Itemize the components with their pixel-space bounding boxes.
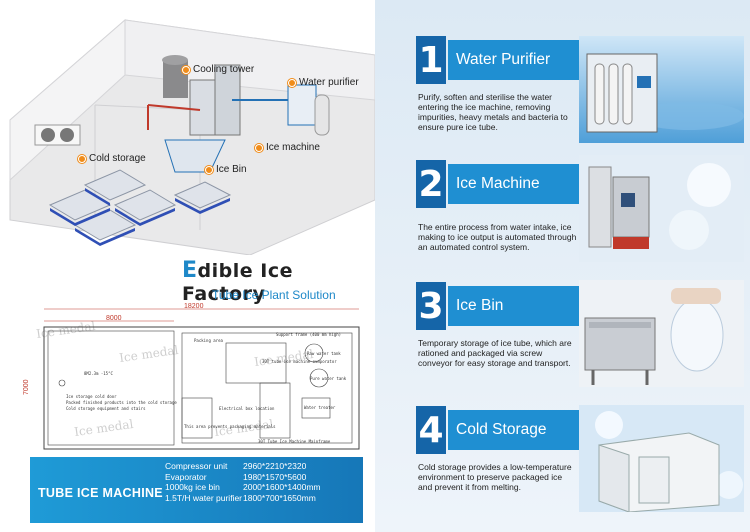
ice-machine-image <box>579 155 744 262</box>
spec-row: Evaporator 1980*1570*5600 <box>165 472 360 483</box>
callout-label: Ice Bin <box>216 164 247 175</box>
page-title: Edible Ice Factory <box>182 258 375 305</box>
step-banner-water-purifier: 1 Water Purifier <box>416 36 588 84</box>
callout-dot-icon <box>182 65 190 74</box>
plan-packing-materials: This area prevents packaging materials <box>184 424 276 429</box>
callout-label: Water purifier <box>299 77 359 88</box>
spec-panel: TUBE ICE MACHINE Compressor unit 2960*221… <box>30 457 363 523</box>
spec-value: 1800*700*1650mm <box>243 492 316 503</box>
dim-height: 7000 <box>23 379 30 395</box>
step-description: The entire process from water intake, ic… <box>418 222 577 252</box>
ice-machine-photo <box>579 155 744 262</box>
step-description: Purify, soften and sterilise the water e… <box>418 92 568 132</box>
step-description: Cold storage provides a low-temperature … <box>418 462 572 492</box>
callout-ice-bin: Ice Bin <box>205 164 247 175</box>
step-banner-cold-storage: 4 Cold Storage <box>416 406 588 454</box>
page-subtitle: Tube Ice Plant Solution <box>212 288 336 302</box>
callout-dot-icon <box>78 154 86 163</box>
spec-key: 1.5T/H water purifier <box>165 492 242 503</box>
spec-value: 1980*1570*5600 <box>243 471 307 482</box>
dim-left: 8000 <box>106 315 122 322</box>
water-purifier-image <box>579 36 744 143</box>
floor-plan: 18200 8000 7000 Packing area Support fra… <box>14 303 364 453</box>
spec-value: 2960*2210*2320 <box>243 461 307 471</box>
step-number: 1 <box>416 36 446 84</box>
callout-ice-machine: Ice machine <box>255 142 320 153</box>
step-description: Temporary storage of ice tube, which are… <box>418 338 572 368</box>
callout-dot-icon <box>205 165 213 174</box>
plan-cold-room: 8M2.3m -15°C <box>84 371 113 376</box>
floor-plan-drawing: 18200 8000 7000 Packing area Support fra… <box>23 303 360 450</box>
dim-total: 18200 <box>184 303 204 310</box>
plan-cold-room-note2: Packed finished products into the cold s… <box>66 400 177 405</box>
plan-pure-water-tank: Pure water tank <box>310 376 347 381</box>
spec-key: Compressor unit <box>165 461 228 471</box>
callout-cooling-tower: Cooling tower <box>182 64 254 75</box>
plan-cold-room-note: Ice storage cold door <box>66 394 117 399</box>
ice-bin-photo <box>579 280 744 387</box>
step-number: 2 <box>416 160 446 208</box>
plan-cold-room-note3: Cold storage equipment and stairs <box>66 406 146 411</box>
step-title: Water Purifier <box>448 40 588 80</box>
callout-dot-icon <box>288 78 296 87</box>
spec-key: 1000kg ice bin <box>165 482 220 492</box>
cold-storage-image <box>579 405 744 512</box>
spec-row: 1000kg ice bin 2000*1600*1400mm <box>165 482 360 493</box>
spec-label: TUBE ICE MACHINE <box>38 486 163 500</box>
plan-water-treater: Water treater <box>304 405 336 410</box>
spec-key: Evaporator <box>165 471 207 482</box>
right-panel: 1 Water Purifier Purify, soften and ster… <box>375 0 750 532</box>
callout-water-purifier: Water purifier <box>288 77 359 88</box>
plan-mainframe: 30T Tube Ice Machine Mainframe <box>258 439 331 444</box>
plan-water-tank: Raw water tank <box>307 351 341 356</box>
ice-bin-image <box>579 280 744 387</box>
spec-rows: Compressor unit 2960*2210*2320 Evaporator… <box>165 461 360 503</box>
callout-cold-storage: Cold storage <box>78 153 146 164</box>
step-banner-ice-bin: 3 Ice Bin <box>416 282 588 330</box>
plan-electrical-box: Electrical box location <box>219 406 275 411</box>
cold-storage-photo <box>579 405 744 512</box>
water-purifier-photo <box>579 36 744 143</box>
callout-dot-icon <box>255 143 263 152</box>
plan-support-frame: Support frame (400 mm high) <box>276 332 341 337</box>
left-panel: Cooling tower Water purifier Cold storag… <box>0 0 376 523</box>
factory-drawing <box>9 18 376 256</box>
factory-illustration: Cooling tower Water purifier Cold storag… <box>0 0 376 256</box>
step-banner-ice-machine: 2 Ice Machine <box>416 160 588 208</box>
spec-row: Compressor unit 2960*2210*2320 <box>165 461 360 472</box>
step-title: Ice Bin <box>448 286 588 326</box>
callout-label: Cold storage <box>89 153 146 164</box>
callout-label: Ice machine <box>266 142 320 153</box>
title-rest: dible Ice Factory <box>182 260 293 305</box>
plan-packing-area: Packing area <box>194 338 223 343</box>
plan-evaporator: 30T tube ice machine evaporator <box>262 359 337 364</box>
step-number: 4 <box>416 406 446 454</box>
step-title: Ice Machine <box>448 164 588 204</box>
spec-value: 2000*1600*1400mm <box>243 482 321 492</box>
callout-label: Cooling tower <box>193 64 255 75</box>
title-first-letter: E <box>182 258 198 283</box>
step-number: 3 <box>416 282 446 330</box>
step-title: Cold Storage <box>448 410 588 450</box>
